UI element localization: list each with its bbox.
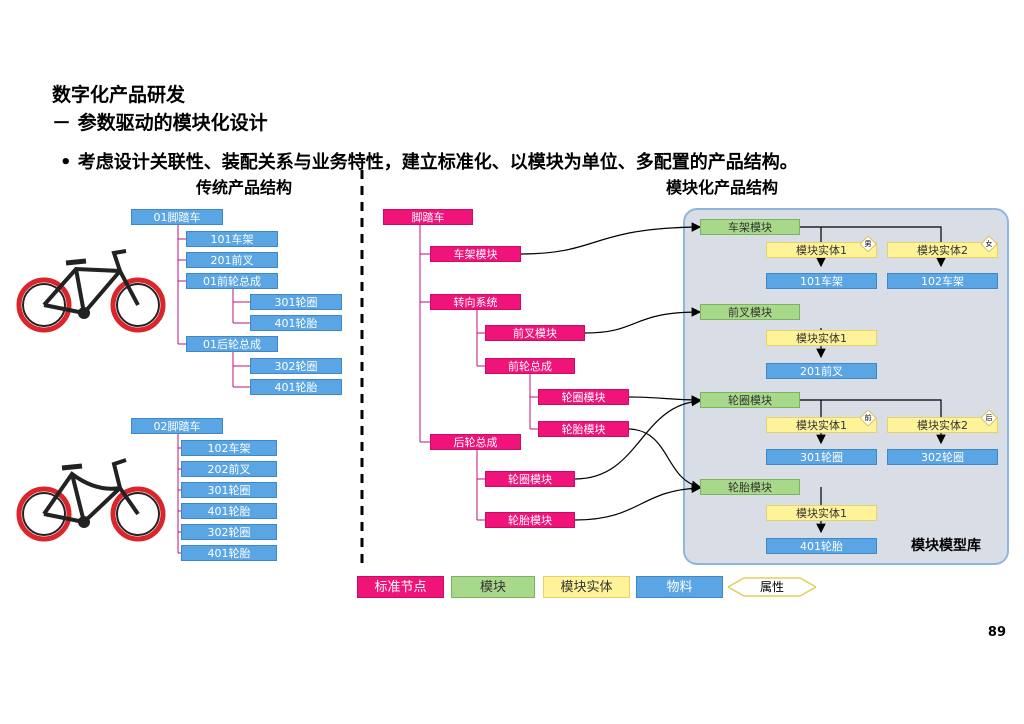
legend-module-entity: 模块实体 [543, 576, 630, 598]
library-rim-entity-2: 模块实体2 [887, 417, 998, 433]
modular-root: 脚踏车 [383, 209, 473, 225]
tree2-item: 401轮胎 [181, 545, 277, 561]
library-tire-entity-1: 模块实体1 [766, 505, 877, 521]
traditional-structure-title: 传统产品结构 [196, 178, 293, 197]
attribute-badge-male: 男 [859, 235, 877, 253]
module-links [520, 222, 702, 521]
module-library-label: 模块模型库 [911, 538, 981, 554]
library-rim-entity-1: 模块实体1 [766, 417, 877, 433]
legend-material: 物料 [636, 576, 723, 598]
tree2-item: 401轮胎 [181, 503, 277, 519]
tree1-item: 01后轮总成 [186, 336, 278, 352]
rim-module-node-rear: 轮圈模块 [485, 471, 575, 487]
modular-tree-lines [419, 225, 538, 521]
tree1-lines [177, 225, 250, 388]
legend-attribute: 属性 [728, 576, 816, 598]
legend-standard-node: 标准节点 [357, 576, 444, 598]
bicycle-image-2 [16, 458, 166, 542]
page-subtitle: － 参数驱动的模块化设计 [52, 112, 268, 134]
library-frame-entity-1: 模块实体1 [766, 242, 877, 258]
tree2-lines [177, 434, 181, 554]
legend-module: 模块 [451, 576, 535, 598]
library-tire-module: 轮胎模块 [700, 479, 800, 495]
library-rim-part-2: 302轮圈 [887, 449, 998, 465]
tire-module-node-rear: 轮胎模块 [485, 512, 575, 528]
attribute-badge-rear: 后 [980, 409, 998, 427]
tree1-root: 01脚踏车 [131, 209, 223, 225]
modular-structure-title: 模块化产品结构 [666, 178, 779, 197]
tree2-root: 02脚踏车 [131, 418, 223, 434]
library-rim-module: 轮圈模块 [700, 392, 800, 408]
tree2-item: 302轮圈 [181, 524, 277, 540]
fork-module-node: 前叉模块 [485, 325, 585, 341]
tree1-item: 201前叉 [186, 252, 278, 268]
tree1-item: 302轮圈 [250, 358, 342, 374]
library-fork-entity-1: 模块实体1 [766, 330, 877, 346]
library-frame-part-2: 102车架 [887, 273, 998, 289]
rim-module-node-front: 轮圈模块 [538, 389, 629, 405]
attribute-badge-front: 前 [859, 409, 877, 427]
tree1-item: 401轮胎 [250, 315, 342, 331]
tree1-item: 301轮圈 [250, 294, 342, 310]
bicycle-image-1 [16, 249, 166, 333]
library-frame-entity-2: 模块实体2 [887, 242, 998, 258]
library-fork-module: 前叉模块 [700, 304, 800, 320]
library-frame-module: 车架模块 [700, 219, 800, 235]
library-rim-part-1: 301轮圈 [766, 449, 877, 465]
rear-wheel-node: 后轮总成 [430, 434, 521, 450]
library-tire-part-1: 401轮胎 [766, 538, 877, 554]
frame-module-node: 车架模块 [430, 246, 521, 262]
tire-module-node-front: 轮胎模块 [538, 421, 629, 437]
tree1-item: 01前轮总成 [186, 273, 278, 289]
bullet-text: • 考虑设计关联性、装配关系与业务特性，建立标准化、以模块为单位、多配置的产品结… [60, 152, 798, 173]
front-wheel-node: 前轮总成 [485, 358, 575, 374]
tree1-item: 101车架 [186, 231, 278, 247]
library-frame-part-1: 101车架 [766, 273, 877, 289]
attribute-badge-female: 女 [980, 235, 998, 253]
library-fork-part-1: 201前叉 [766, 363, 877, 379]
page-number: 89 [987, 625, 1006, 640]
tree2-item: 202前叉 [181, 461, 277, 477]
tree1-item: 401轮胎 [250, 379, 342, 395]
page-title: 数字化产品研发 [52, 84, 186, 106]
tree2-item: 301轮圈 [181, 482, 277, 498]
tree2-item: 102车架 [181, 440, 277, 456]
steering-system-node: 转向系统 [430, 294, 521, 310]
